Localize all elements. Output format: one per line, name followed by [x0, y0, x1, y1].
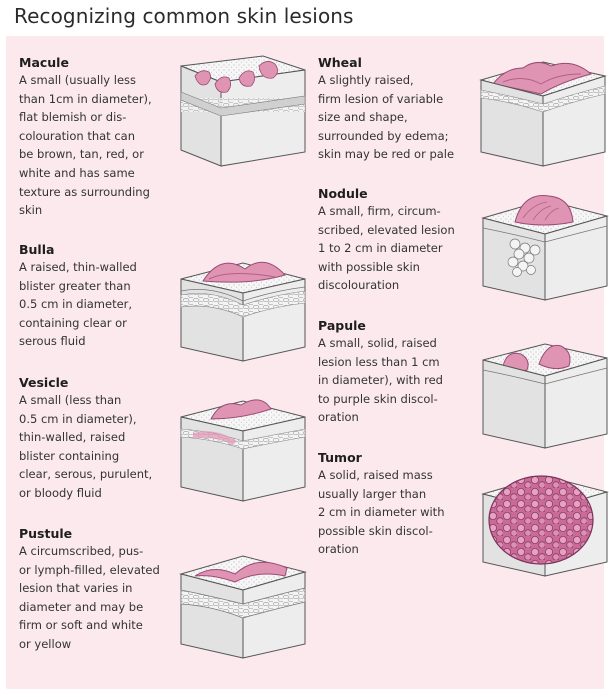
tumor-illustration: [475, 464, 609, 582]
papule-illustration: [475, 336, 609, 454]
lesion-description: A small, firm, circum-scribed, elevated …: [318, 204, 455, 293]
lesion-name: Pustule: [19, 526, 73, 541]
lesion-name: Bulla: [19, 242, 55, 257]
wheal-illustration: [473, 54, 609, 172]
pustule-illustration: [173, 546, 311, 664]
page-title: Recognizing common skin lesions: [14, 4, 354, 28]
lesion-name: Papule: [318, 318, 366, 333]
entry-nodule: Nodule A small, firm, circum-scribed, el…: [318, 186, 478, 295]
lesion-name: Nodule: [318, 186, 368, 201]
lesion-name: Macule: [19, 55, 69, 70]
macule-illustration: [173, 54, 311, 172]
entry-wheal: Wheal A slightly raised,firm lesion of v…: [318, 55, 478, 164]
lesion-description: A slightly raised,firm lesion of variabl…: [318, 73, 455, 162]
lesion-name: Vesicle: [19, 375, 69, 390]
lesion-name: Tumor: [318, 450, 362, 465]
lesion-name: Wheal: [318, 55, 362, 70]
bulla-illustration: [173, 249, 311, 367]
vesicle-illustration: [173, 389, 311, 507]
lesion-description: A circumscribed, pus-or lymph-filled, el…: [19, 544, 160, 651]
nodule-illustration: [475, 188, 609, 306]
entry-pustule: Pustule A circumscribed, pus-or lymph-fi…: [19, 526, 179, 654]
